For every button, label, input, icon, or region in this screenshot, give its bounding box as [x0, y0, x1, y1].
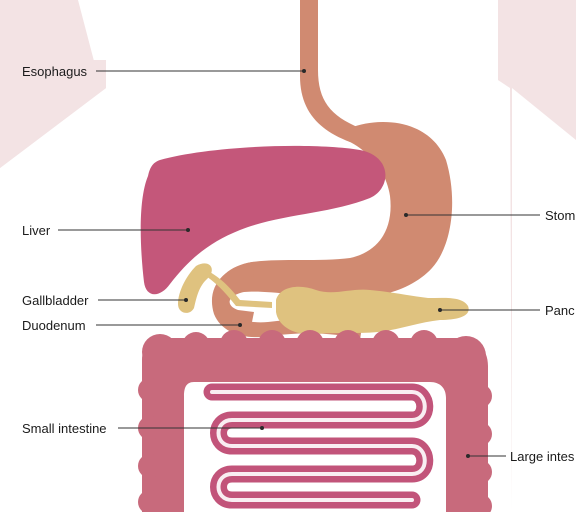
left-arm-gap	[0, 88, 106, 512]
callout-pancreas: Panc	[438, 303, 575, 318]
label-gallbladder: Gallbladder	[22, 293, 89, 308]
large-intestine	[142, 338, 488, 512]
label-liver: Liver	[22, 223, 51, 238]
bile-duct	[206, 270, 272, 308]
left-shoulder-wedge	[0, 60, 106, 168]
esophagus	[300, 0, 360, 142]
small-intestine-gaps	[222, 404, 408, 490]
label-duodenum: Duodenum	[22, 318, 86, 333]
label-pancreas: Panc	[545, 303, 575, 318]
label-small-intestine: Small intestine	[22, 421, 107, 436]
right-arm-gap	[512, 88, 576, 512]
label-large-intestine: Large intes	[510, 449, 575, 464]
large-intestine-bumps	[138, 330, 492, 512]
callout-liver: Liver	[22, 223, 190, 238]
callout-gallbladder: Gallbladder	[22, 293, 188, 308]
callout-duodenum: Duodenum	[22, 318, 242, 333]
right-shoulder-wedge	[498, 0, 576, 88]
callout-esophagus: Esophagus	[22, 64, 306, 79]
small-intestine-lumen	[210, 390, 427, 502]
stomach	[215, 122, 453, 322]
label-stomach: Stom	[545, 208, 575, 223]
callout-large-intestine: Large intes	[466, 449, 575, 464]
callout-small-intestine: Small intestine	[22, 421, 264, 436]
pancreas	[276, 286, 469, 335]
callout-stomach: Stom	[404, 208, 575, 223]
label-esophagus: Esophagus	[22, 64, 88, 79]
liver	[140, 145, 386, 295]
